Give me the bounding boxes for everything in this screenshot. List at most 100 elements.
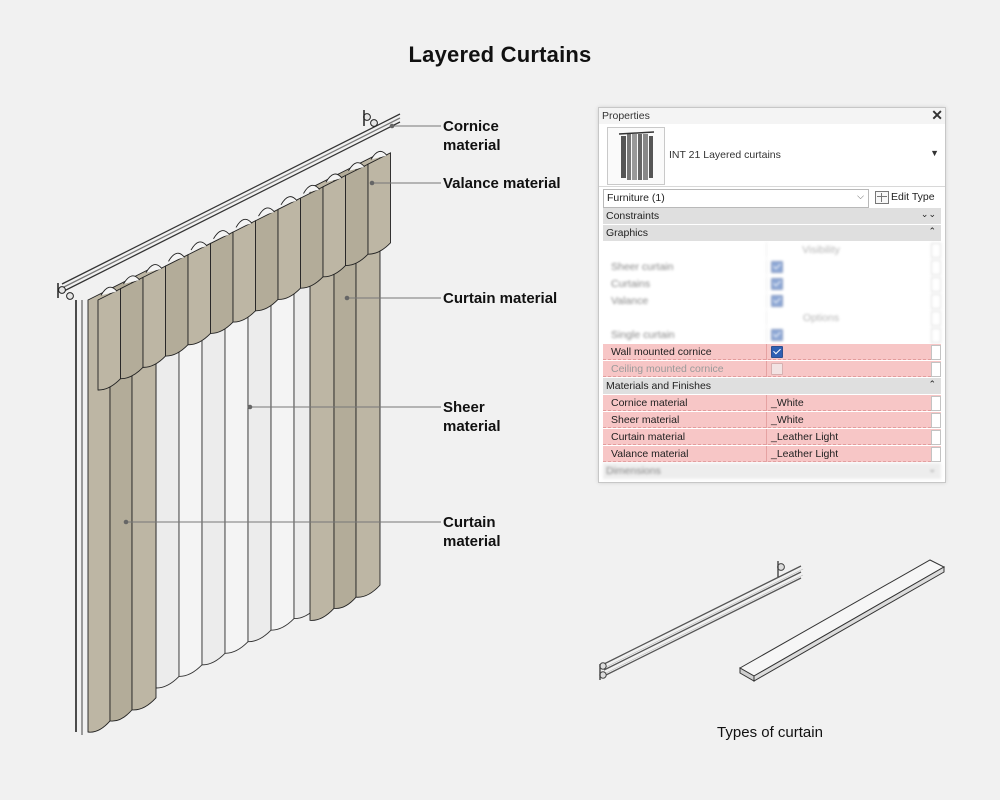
row-valance[interactable]: Valance	[603, 293, 941, 309]
section-materials-and-finishes[interactable]: Materials and Finishes ⌃	[603, 378, 941, 394]
chevron-double-up-icon: ⌃	[928, 379, 936, 389]
row-edit-box[interactable]	[931, 396, 941, 411]
property-value[interactable]: _Leather Light	[771, 448, 839, 460]
row-ceiling-mounted-cornice[interactable]: Ceiling mounted cornice	[603, 361, 941, 377]
properties-header: Properties ✕	[599, 108, 945, 124]
property-value[interactable]: _White	[771, 397, 804, 409]
curtains-checkbox[interactable]	[771, 278, 783, 290]
curtain-panel-left	[131, 265, 157, 711]
valance-panel	[345, 163, 369, 266]
sheer-panel	[201, 316, 226, 666]
callout-curtain-material-bottom: Curtain material	[443, 514, 501, 550]
properties-title: Properties	[602, 110, 650, 122]
callout-sheer-material: Sheer material	[443, 399, 501, 435]
row-curtain-material[interactable]: Curtain material _Leather Light	[603, 429, 941, 445]
row-curtains[interactable]: Curtains	[603, 276, 941, 292]
property-value[interactable]: _Leather Light	[771, 431, 839, 443]
section-label: Materials and Finishes	[606, 380, 712, 392]
pleat-loop	[213, 230, 230, 239]
cornice-rod	[57, 110, 401, 300]
sheer-panel	[270, 281, 295, 631]
leader-valance	[369, 180, 441, 186]
rod-finial	[370, 119, 378, 127]
leader-cornice	[389, 123, 441, 129]
valance-checkbox[interactable]	[771, 295, 783, 307]
pleat-loop	[370, 150, 388, 160]
pleat-loop	[100, 286, 118, 296]
sheer-panel	[247, 293, 272, 643]
row-sheer-material[interactable]: Sheer material _White	[603, 412, 941, 428]
valance-panel	[277, 197, 301, 300]
close-icon[interactable]: ✕	[931, 107, 943, 123]
valance-panel	[187, 242, 211, 346]
type-selector[interactable]: INT 21 Layered curtains ▼	[599, 124, 945, 187]
pleat-loop	[325, 173, 343, 183]
pleat-loop	[258, 207, 275, 217]
row-single-curtain[interactable]: Single curtain	[603, 327, 941, 343]
pleat-loop	[168, 252, 185, 262]
row-visibility-header: Visibility	[603, 242, 941, 258]
leader-curtain-bottom	[123, 519, 441, 525]
property-label: Sheer material	[611, 414, 680, 426]
curtain-layer	[75, 152, 381, 735]
sheer-layer	[155, 270, 318, 689]
row-edit-box[interactable]	[931, 362, 941, 377]
type-thumbnail	[607, 127, 665, 185]
wall-mounted-cornice-checkbox[interactable]	[771, 346, 783, 358]
callout-leaders	[123, 123, 441, 525]
wall-mounted-cornice-label: Wall mounted cornice	[611, 346, 712, 358]
row-edit-box[interactable]	[931, 430, 941, 445]
valance-panel	[255, 208, 279, 312]
section-graphics[interactable]: Graphics ⌃	[603, 225, 941, 241]
single-curtain-checkbox[interactable]	[771, 329, 783, 341]
properties-panel: Properties ✕ INT 21 Layered curtains ▼ F…	[598, 107, 946, 483]
sheer-panel	[155, 339, 180, 689]
pleat-loop	[348, 162, 365, 172]
rod-finial	[66, 292, 74, 300]
row-valance-material[interactable]: Valance material _Leather Light	[603, 446, 941, 462]
sheer-panel	[224, 304, 249, 654]
chevron-double-down-icon: ⌄⌄	[920, 209, 936, 219]
pleat-loop	[145, 264, 163, 273]
row-options-header: Options	[603, 310, 941, 326]
instance-selector-value: Furniture (1)	[607, 192, 665, 204]
curtain-panel-right	[355, 152, 381, 598]
property-value[interactable]: _White	[771, 414, 804, 426]
row-wall-mounted-cornice[interactable]: Wall mounted cornice	[603, 344, 941, 360]
section-constraints[interactable]: Constraints ⌄⌄	[603, 208, 941, 224]
pleat-loop	[303, 184, 320, 194]
leader-curtain-top	[344, 295, 441, 301]
section-label: Dimensions	[606, 465, 661, 477]
instance-selector[interactable]: Furniture (1) ⌵	[603, 189, 869, 208]
curtain-types-illustration	[599, 559, 946, 682]
chevron-down-icon[interactable]: ▼	[930, 148, 939, 158]
property-label: Valance material	[611, 448, 689, 460]
section-label: Graphics	[606, 227, 649, 239]
sheer-curtain-checkbox[interactable]	[771, 261, 783, 273]
row-edit-box[interactable]	[931, 413, 941, 428]
row-edit-box[interactable]	[931, 345, 941, 360]
callout-curtain-material-top: Curtain material	[443, 290, 558, 307]
pleat-loop	[123, 275, 140, 285]
valance-panel	[232, 220, 256, 323]
row-cornice-material[interactable]: Cornice material _White	[603, 395, 941, 411]
valance-panel	[120, 276, 144, 380]
row-sheer-curtain[interactable]: Sheer curtain	[603, 259, 941, 275]
board-cornice-type	[738, 559, 946, 682]
pleat-loop	[235, 218, 253, 228]
chevron-down-icon: ⌵	[857, 191, 864, 201]
callout-valance-material: Valance material	[443, 175, 561, 192]
pleat-loop	[280, 196, 298, 206]
valance-panel	[97, 287, 121, 391]
rod-finial	[58, 286, 66, 294]
ceiling-mounted-cornice-checkbox[interactable]	[771, 363, 783, 375]
page-title: Layered Curtains	[408, 42, 592, 67]
valance-panel	[322, 174, 346, 278]
leader-sheer	[247, 404, 441, 410]
row-edit-box[interactable]	[931, 447, 941, 462]
section-dimensions[interactable]: Dimensions ⌄	[603, 463, 941, 479]
property-label: Curtain material	[611, 431, 686, 443]
rod-cornice-type	[599, 561, 804, 680]
types-caption: Types of curtain	[717, 724, 823, 741]
